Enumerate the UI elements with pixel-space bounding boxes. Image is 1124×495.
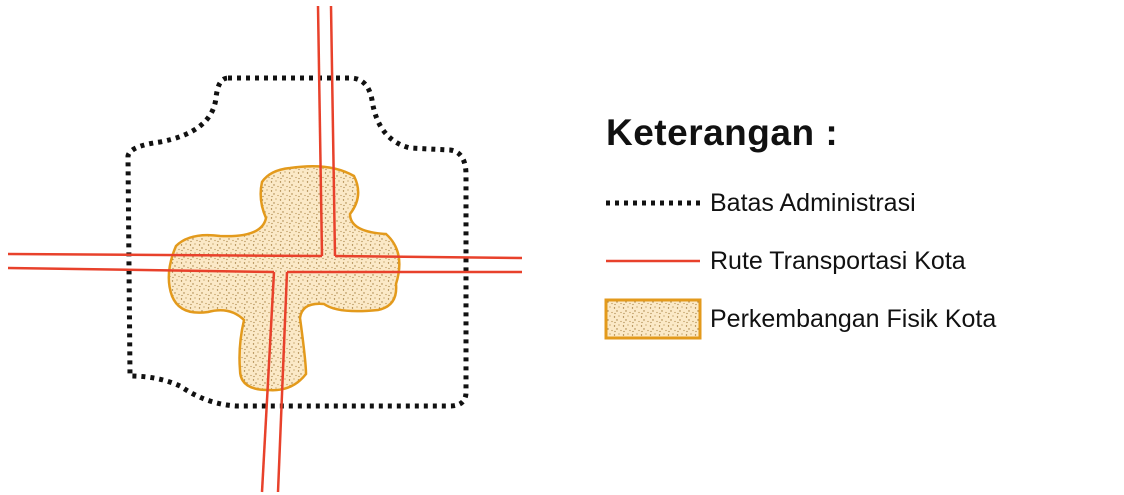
legend-item-admin-boundary: Batas Administrasi [604, 174, 1104, 232]
legend-label-physical-development: Perkembangan Fisik Kota [710, 304, 997, 333]
legend-label-admin-boundary: Batas Administrasi [710, 188, 916, 217]
solid-line-icon [604, 241, 704, 281]
route-west-bottom-line [7, 266, 275, 274]
transport-routes [7, 5, 523, 493]
route-south-west-line [260, 271, 276, 493]
route-north-west-line [316, 5, 324, 257]
route-south-east-line [276, 271, 289, 493]
stippled-fill-icon [604, 298, 704, 340]
legend-item-transport-route: Rute Transportasi Kota [604, 232, 1104, 290]
route-north-east-line [329, 5, 337, 257]
legend-title: Keterangan : [606, 112, 839, 153]
legend-item-physical-development: Perkembangan Fisik Kota [604, 290, 1104, 348]
dotted-line-icon [604, 183, 704, 223]
route-west-top-line [7, 252, 323, 258]
administrative-boundary [125, 75, 469, 409]
legend-label-transport-route: Rute Transportasi Kota [710, 246, 966, 275]
route-east-top-line [334, 254, 523, 260]
city-development-diagram [7, 5, 523, 493]
legend: Keterangan : Batas Administrasi Rute Tra… [604, 112, 1104, 348]
